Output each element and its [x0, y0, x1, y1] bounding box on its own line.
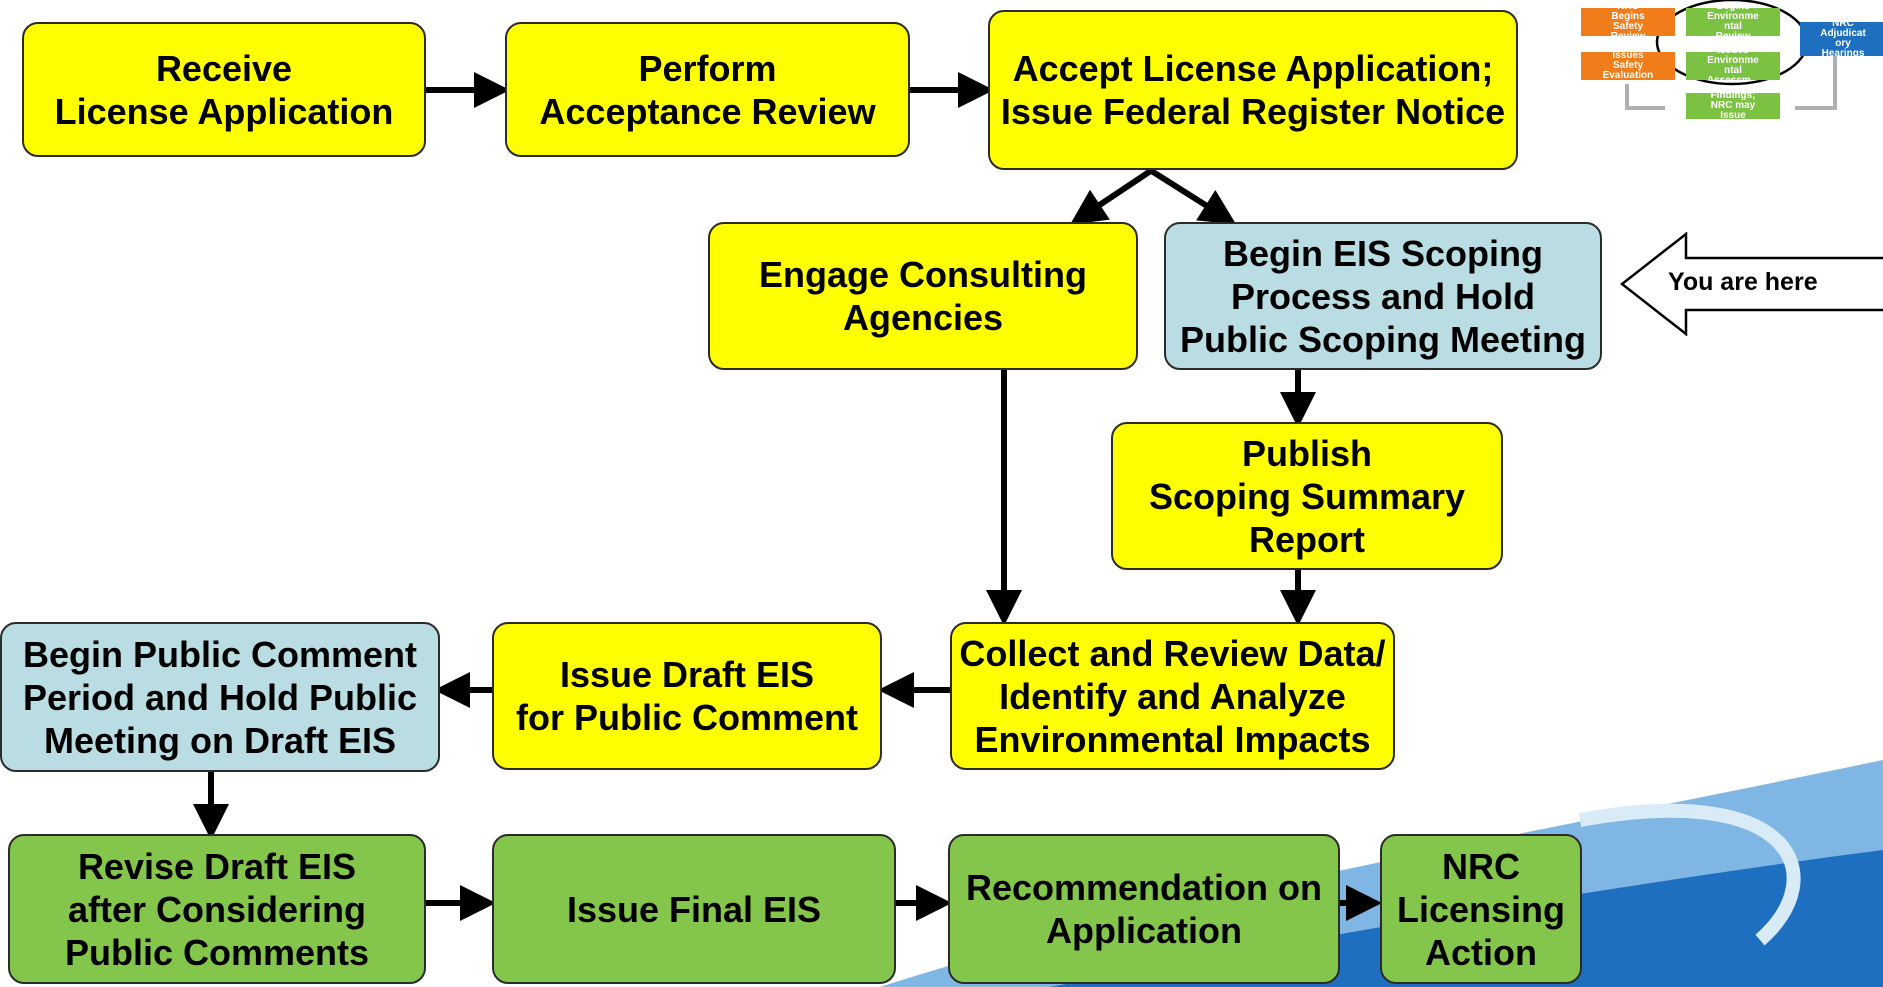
thumb-label-line: Environme [1707, 11, 1759, 22]
step-label-line: Public Comments [64, 931, 370, 973]
you-are-here-indicator: You are here [1620, 232, 1883, 336]
step-label-line: Recommendation on [965, 867, 1323, 908]
step-label-line: Report [1249, 518, 1365, 560]
step-label-line: Process and Hold [1230, 275, 1536, 317]
thumb-label-line: Hearings [1821, 48, 1865, 57]
step-collect-and-review-data: Collect and Review Data/Identify and Ana… [950, 622, 1395, 770]
thumb-label-line: Findings; [1710, 93, 1756, 101]
step-issue-final-eis: Issue Final EIS [492, 834, 896, 984]
step-label-line: Action [1425, 931, 1537, 973]
arrow-accept-to-engage [1070, 167, 1154, 225]
thumb-label-line: Review [1581, 32, 1675, 37]
step-label-line: Engage Consulting [759, 254, 1087, 295]
thumb-label-line: Safety [1612, 60, 1643, 71]
thumb-label-line: ntal [1724, 65, 1742, 76]
thumb-label-line: NRC [1832, 22, 1854, 29]
step-label-line: Period and Hold Public [22, 676, 418, 718]
step-label-line: Issue Final EIS [566, 888, 822, 930]
thumb-label-line: Begins [1611, 11, 1645, 22]
thumb-label-line: NRC may [1710, 100, 1756, 111]
thumb-label-line: Issues [1686, 52, 1780, 56]
thumb-box: IssuesEnvironmentalAssessm... [1686, 52, 1780, 80]
step-label-line: after Considering [67, 888, 367, 930]
thumb-box: BeginsEnvironmentalReview [1686, 8, 1780, 36]
step-label-line: NRC [1442, 845, 1520, 887]
thumb-label-line: Adjudicat [1820, 28, 1866, 39]
step-label-line: Begin Public Comment [22, 633, 418, 675]
step-label-line: Receive [155, 47, 293, 89]
thumb-label-line: Review [1686, 32, 1780, 37]
thumb-label-line: Assessm... [1686, 76, 1780, 81]
thumb-label-line: Issue [1720, 110, 1746, 120]
step-label-line: Public Scoping Meeting [1179, 318, 1587, 360]
thumb-label-line: Safety [1612, 21, 1643, 32]
step-label-line: Revise Draft EIS [77, 845, 357, 887]
thumb-box: NRCBeginsSafetyReview [1581, 8, 1675, 36]
thumb-label-line: Environme [1707, 55, 1759, 66]
thumb-label-line: Issues [1612, 52, 1644, 61]
step-accept-license-application: Accept License Application;Issue Federal… [988, 10, 1518, 170]
thumb-label-line: Begins [1686, 8, 1780, 12]
thumb-label-line: NRC [1581, 8, 1675, 12]
step-label-line: Licensing [1396, 888, 1566, 930]
thumb-label-line: Evaluation [1602, 70, 1654, 81]
step-label-line: Identify and Analyze [999, 675, 1346, 717]
you-are-here-label: You are here [1668, 268, 1818, 296]
left-arrow-icon [1620, 232, 1883, 336]
process-overview-thumbnail: NRCBeginsSafetyReview IssuesSafetyEvalua… [1575, 0, 1883, 125]
step-label-line: Perform [638, 47, 777, 89]
thumb-label-line: ntal [1724, 21, 1742, 32]
step-label-line: Agencies [842, 297, 1004, 338]
step-label-line: Scoping Summary [1148, 475, 1466, 517]
step-label-line: Begin EIS Scoping [1222, 232, 1544, 274]
step-label-line: Accept License Application; [1012, 48, 1494, 89]
step-label-line: Collect and Review Data/ [959, 632, 1386, 674]
step-label-line: License Application [54, 90, 394, 132]
thumb-label-line: ory [1835, 38, 1851, 49]
step-label-line: for Public Comment [515, 697, 859, 738]
step-label-line: Meeting on Draft EIS [43, 719, 397, 761]
step-label-line: Issue Draft EIS [559, 654, 815, 695]
step-label-line: Issue Federal Register Notice [1000, 91, 1506, 132]
step-label-line: Publish [1241, 432, 1372, 474]
step-label-line: Environmental Impacts [974, 718, 1371, 760]
wave-arc [1578, 803, 1801, 946]
step-label-line: Acceptance Review [539, 90, 876, 132]
step-label-line: Application [1046, 910, 1242, 951]
arrow-accept-to-scoping [1148, 167, 1237, 225]
